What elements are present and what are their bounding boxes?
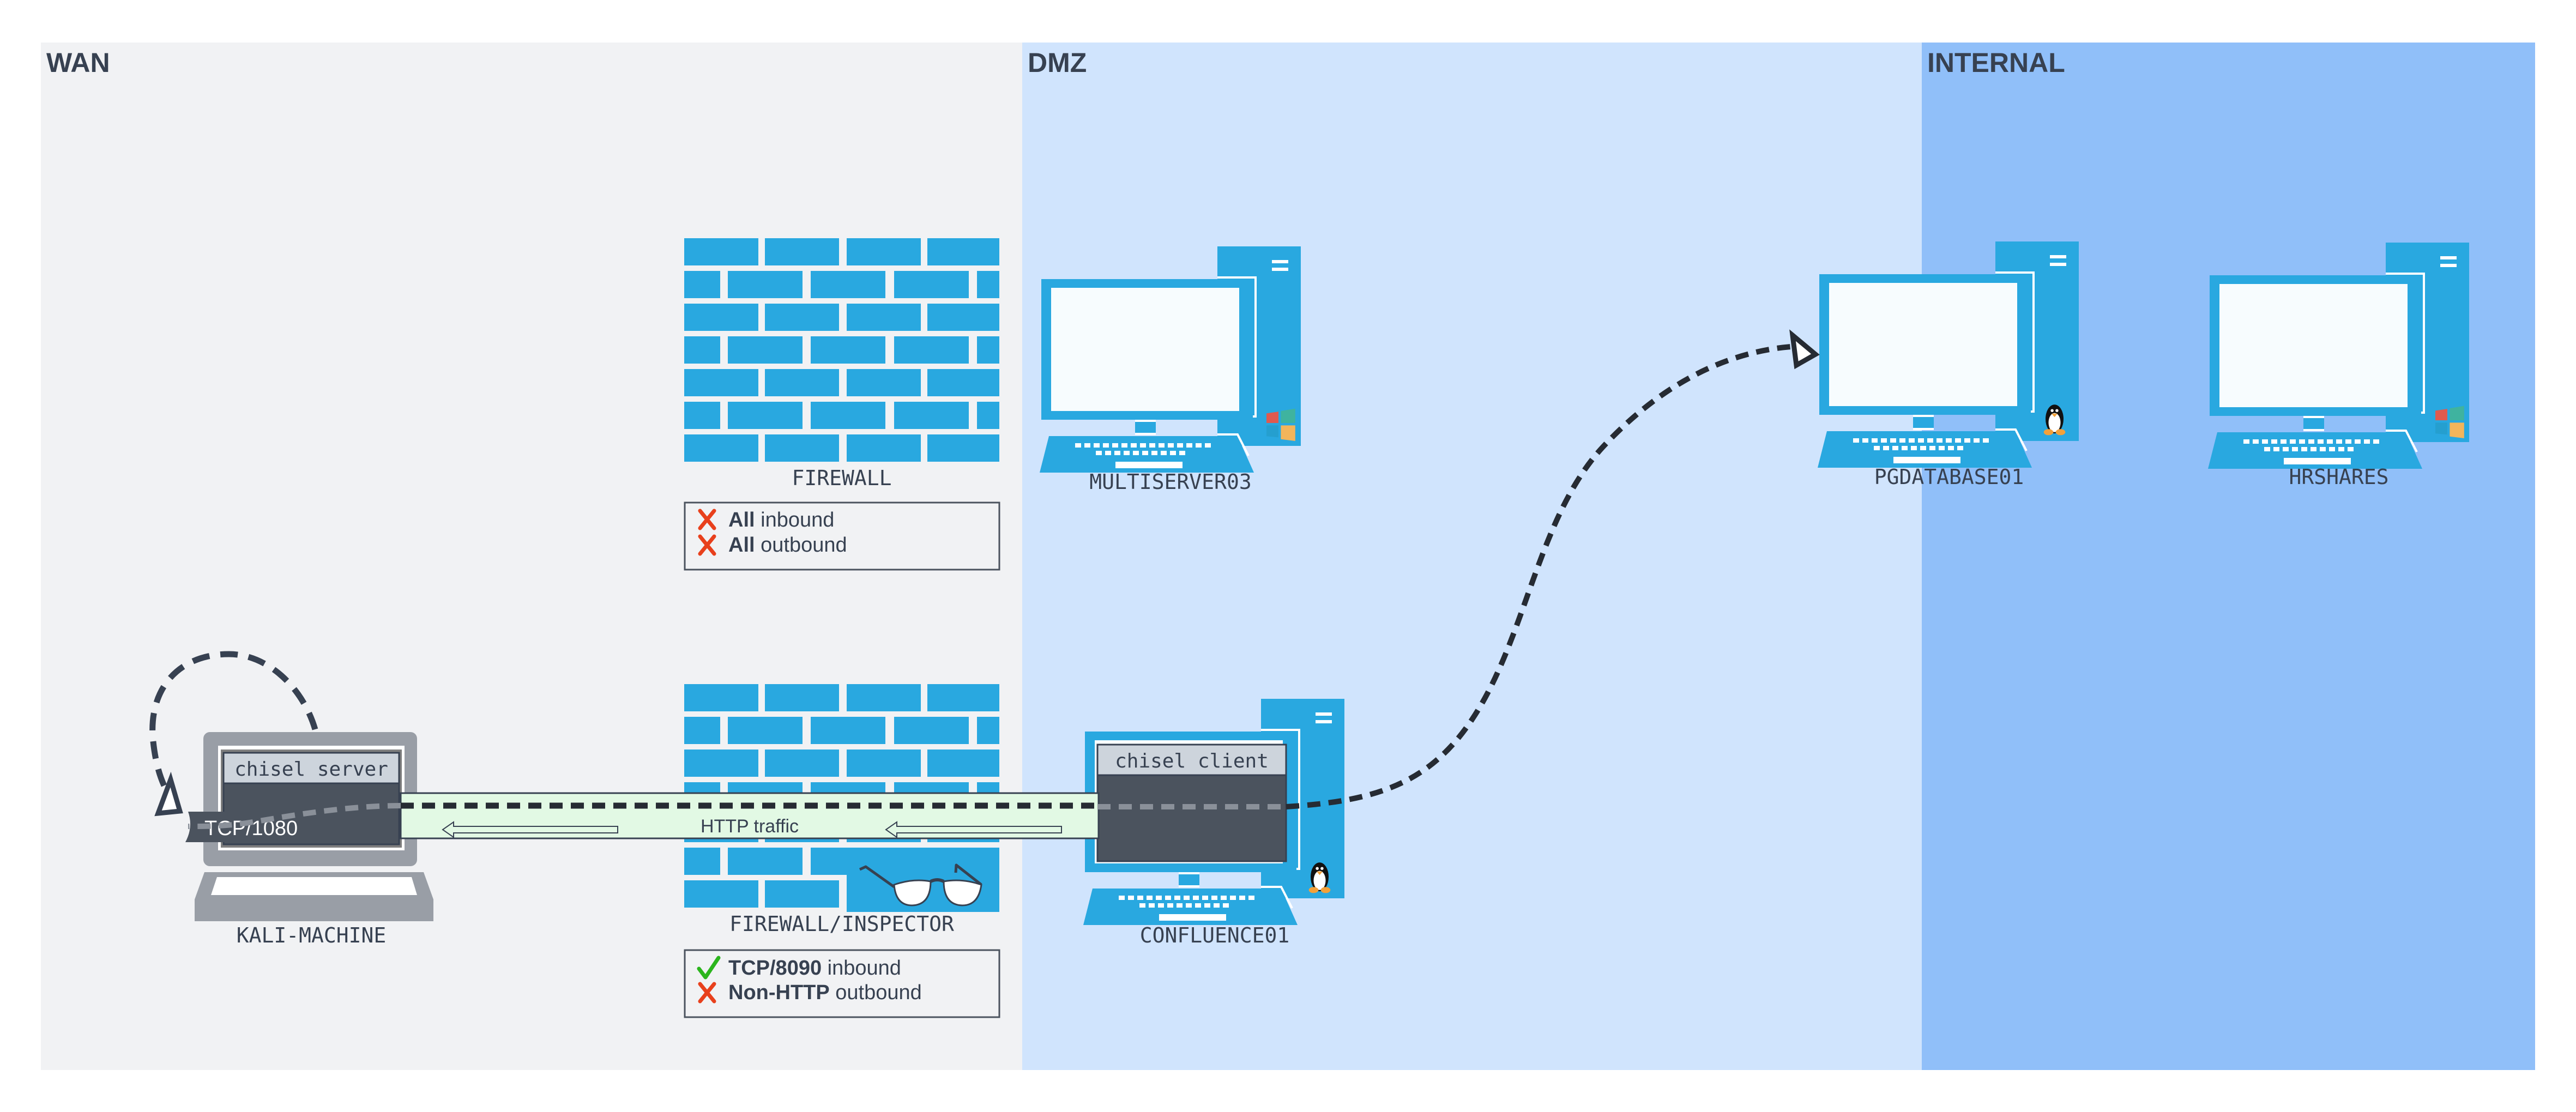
brick xyxy=(684,880,758,908)
cross-icon xyxy=(698,509,716,530)
firewall-label: FIREWALL xyxy=(792,466,891,490)
brick xyxy=(927,684,999,711)
window-title: chisel client xyxy=(1115,750,1269,772)
brick xyxy=(684,369,758,396)
brick xyxy=(765,238,839,265)
firewall-inspector-rules-box: TCP/8090 inbound Non-HTTP outbound xyxy=(684,949,1000,1018)
brick xyxy=(847,304,921,331)
brick xyxy=(684,750,758,777)
brick xyxy=(728,271,803,298)
brick xyxy=(684,848,720,875)
desktop-icon xyxy=(2207,241,2470,470)
brick xyxy=(765,880,839,908)
brick xyxy=(894,336,969,364)
brick xyxy=(811,271,885,298)
firewall-inspector-rule-1: TCP/8090 inbound xyxy=(728,957,901,980)
host-label: CONFLUENCE01 xyxy=(1140,923,1290,947)
host-label: MULTISERVER03 xyxy=(1089,470,1251,494)
brick xyxy=(847,684,921,711)
cross-icon xyxy=(698,982,716,1004)
window-title: chisel server xyxy=(234,758,388,781)
firewall-inspector-label: FIREWALL/INSPECTOR xyxy=(729,912,954,936)
brick xyxy=(847,750,921,777)
host-pgdatabase01[interactable]: PGDATABASE01 xyxy=(1817,240,2080,489)
brick xyxy=(684,271,720,298)
brick xyxy=(847,434,921,462)
brick xyxy=(847,369,921,396)
desktop-icon xyxy=(1817,240,2080,469)
chisel-server-window: chisel server xyxy=(221,750,402,848)
tunnel-connection-faded xyxy=(188,803,401,829)
firewall-icon xyxy=(684,238,999,462)
host-label: KALI-MACHINE xyxy=(237,923,387,947)
brick xyxy=(927,238,999,265)
zone-internal: INTERNAL xyxy=(1922,43,2535,1070)
brick xyxy=(684,238,758,265)
brick xyxy=(765,750,839,777)
pivot-connection-line xyxy=(1286,343,1800,809)
brick xyxy=(684,304,758,331)
chisel-client-window: chisel client xyxy=(1096,744,1287,862)
brick xyxy=(728,717,803,744)
brick xyxy=(894,717,969,744)
tunnel-label: HTTP traffic xyxy=(701,816,799,837)
brick xyxy=(811,402,885,429)
firewall-inspector-rule-2: Non-HTTP outbound xyxy=(728,981,922,1004)
brick xyxy=(684,434,758,462)
brick xyxy=(765,369,839,396)
brick xyxy=(927,750,999,777)
host-kali-machine[interactable]: chisel server KALI-MACHINE xyxy=(195,732,433,947)
brick xyxy=(927,304,999,331)
brick xyxy=(811,717,885,744)
host-label: HRSHARES xyxy=(2289,465,2388,489)
brick xyxy=(977,402,999,429)
firewall-rule-2: All outbound xyxy=(728,534,847,557)
host-label: PGDATABASE01 xyxy=(1874,465,2024,489)
brick xyxy=(765,684,839,711)
firewall-rules-box: All inbound All outbound xyxy=(684,501,1000,571)
brick xyxy=(811,336,885,364)
http-tunnel: HTTP traffic xyxy=(400,792,1100,839)
zone-title-wan: WAN xyxy=(46,47,110,78)
zone-title-dmz: DMZ xyxy=(1028,47,1087,78)
socks-loop-line xyxy=(149,651,318,809)
arrow-left-icon xyxy=(442,821,618,838)
brick xyxy=(684,336,720,364)
brick xyxy=(684,717,720,744)
brick xyxy=(894,271,969,298)
brick xyxy=(977,717,999,744)
brick xyxy=(684,684,758,711)
brick xyxy=(728,402,803,429)
brick xyxy=(765,304,839,331)
brick xyxy=(977,271,999,298)
host-hrshares[interactable]: HRSHARES xyxy=(2207,241,2470,489)
brick xyxy=(977,336,999,364)
brick xyxy=(927,434,999,462)
arrowhead-icon xyxy=(154,771,183,817)
host-multiserver03[interactable]: MULTISERVER03 xyxy=(1039,245,1302,494)
cross-icon xyxy=(698,534,716,556)
arrowhead-icon xyxy=(1789,329,1820,370)
desktop-icon xyxy=(1039,245,1302,474)
zone-title-internal: INTERNAL xyxy=(1927,47,2065,78)
host-confluence01[interactable]: chisel client CONFLUENCE01 xyxy=(1082,698,1346,947)
brick xyxy=(684,402,720,429)
glasses-icon xyxy=(859,863,982,906)
brick xyxy=(765,434,839,462)
arrow-left-icon xyxy=(885,821,1062,838)
brick xyxy=(927,369,999,396)
brick xyxy=(728,336,803,364)
firewall-rule-1: All inbound xyxy=(728,509,834,531)
brick xyxy=(847,238,921,265)
check-icon xyxy=(697,956,721,980)
brick xyxy=(894,402,969,429)
brick xyxy=(728,848,803,875)
